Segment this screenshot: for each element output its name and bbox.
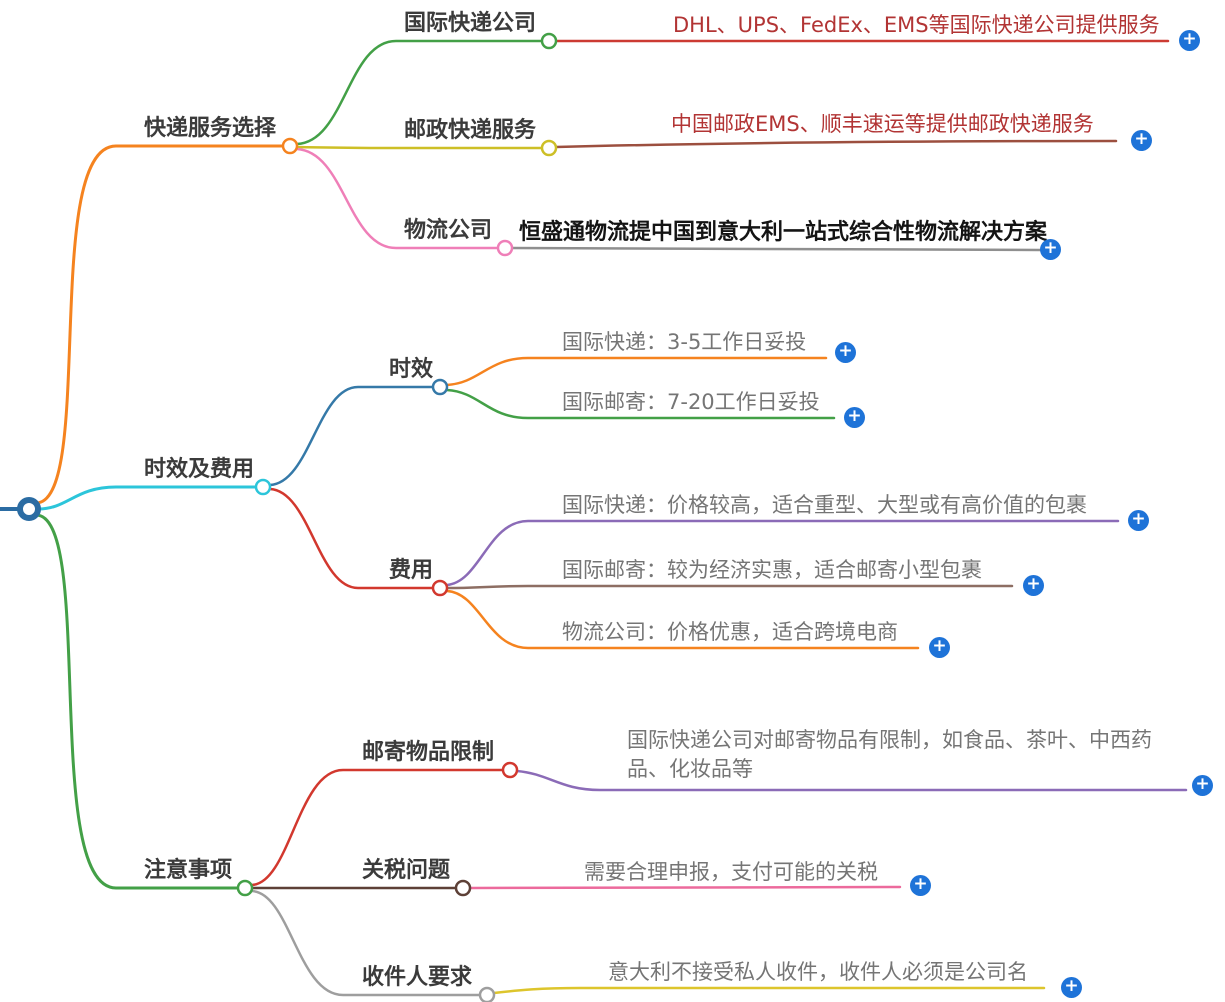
node-handle-time-cost[interactable]: [254, 478, 272, 496]
leaf-line-postal: [554, 139, 1118, 149]
subbranch-line-timeliness: [268, 385, 442, 487]
leaf-line-cost-logistics: [445, 589, 920, 650]
node-label-timeliness[interactable]: 时效: [389, 357, 434, 382]
node-label-logistics[interactable]: 物流公司: [404, 218, 493, 243]
add-node-button-postal[interactable]: +: [1131, 130, 1152, 151]
plus-icon: +: [1064, 976, 1079, 996]
leaf-text-timeliness-post[interactable]: 国际邮寄：7-20工作日妥投: [562, 390, 820, 414]
plus-icon: +: [1195, 774, 1210, 794]
node-handle-item-limit[interactable]: [501, 761, 519, 779]
node-handle-intl-express[interactable]: [540, 32, 558, 50]
add-node-button-logistics[interactable]: +: [1040, 239, 1061, 260]
leaf-line-cost-express: [445, 519, 1120, 587]
add-node-button-timeliness-express[interactable]: +: [835, 342, 856, 363]
leaf-text-cost-express[interactable]: 国际快递：价格较高，适合重型、大型或有高价值的包裹: [562, 493, 1087, 517]
leaf-line-recipient: [492, 986, 1046, 995]
node-label-recipient[interactable]: 收件人要求: [362, 965, 473, 990]
add-node-button-cost-post[interactable]: +: [1023, 575, 1044, 596]
node-label-express-service[interactable]: 快递服务选择: [144, 116, 277, 141]
leaf-text-cost-logistics[interactable]: 物流公司：价格优惠，适合跨境电商: [562, 620, 898, 644]
plus-icon: +: [1043, 238, 1058, 258]
node-label-time-cost[interactable]: 时效及费用: [144, 457, 255, 482]
leaf-text-logistics[interactable]: 恒盛通物流提中国到意大利一站式综合性物流解决方案: [519, 220, 1048, 245]
add-node-button-cost-express[interactable]: +: [1128, 510, 1149, 531]
plus-icon: +: [1026, 574, 1041, 594]
subbranch-line-intl-express: [295, 39, 551, 146]
plus-icon: +: [913, 874, 928, 894]
node-handle-cost[interactable]: [431, 579, 449, 597]
root-node[interactable]: [17, 497, 41, 521]
node-handle-logistics[interactable]: [496, 239, 514, 257]
leaf-text-timeliness-express[interactable]: 国际快递：3-5工作日妥投: [562, 330, 807, 354]
add-node-button-intl-express[interactable]: +: [1179, 30, 1200, 51]
add-node-button-item-limit[interactable]: +: [1192, 775, 1213, 796]
node-label-intl-express[interactable]: 国际快递公司: [404, 11, 537, 36]
add-node-button-recipient[interactable]: +: [1061, 977, 1082, 998]
leaf-line-tariff: [468, 885, 902, 890]
branch-line-notes: [34, 513, 247, 890]
node-label-tariff[interactable]: 关税问题: [362, 858, 451, 883]
subbranch-line-logistics: [295, 147, 507, 250]
leaf-text-item-limit[interactable]: 国际快递公司对邮寄物品有限制，如食品、茶叶、中西药品、化妆品等: [627, 728, 1152, 781]
node-handle-tariff[interactable]: [454, 879, 472, 897]
leaf-line-item-limit: [515, 769, 1188, 792]
leaf-text-recipient[interactable]: 意大利不接受私人收件，收件人必须是公司名: [608, 960, 1028, 984]
subbranch-line-postal: [295, 145, 551, 150]
node-label-notes[interactable]: 注意事项: [144, 858, 233, 883]
subbranch-line-cost: [268, 487, 442, 590]
plus-icon: +: [838, 341, 853, 361]
add-node-button-cost-logistics[interactable]: +: [929, 637, 950, 658]
node-handle-express-service[interactable]: [281, 137, 299, 155]
leaf-text-cost-post[interactable]: 国际邮寄：较为经济实惠，适合邮寄小型包裹: [562, 558, 982, 582]
leaf-line-timeliness-express: [445, 356, 828, 387]
node-handle-notes[interactable]: [236, 879, 254, 897]
plus-icon: +: [847, 406, 862, 426]
plus-icon: +: [1182, 29, 1197, 49]
leaf-text-postal[interactable]: 中国邮政EMS、顺丰速运等提供邮政快递服务: [671, 112, 1094, 136]
node-label-postal[interactable]: 邮政快递服务: [404, 118, 537, 143]
node-handle-recipient[interactable]: [478, 986, 496, 1002]
plus-icon: +: [1131, 509, 1146, 529]
leaf-text-intl-express[interactable]: DHL、UPS、FedEx、EMS等国际快递公司提供服务: [673, 13, 1160, 37]
subbranch-line-recipient: [250, 889, 482, 997]
leaf-line-logistics: [510, 246, 1042, 252]
node-handle-postal[interactable]: [540, 139, 558, 157]
plus-icon: +: [1134, 129, 1149, 149]
leaf-text-tariff[interactable]: 需要合理申报，支付可能的关税: [584, 860, 878, 884]
node-label-item-limit[interactable]: 邮寄物品限制: [362, 740, 495, 765]
plus-icon: +: [932, 636, 947, 656]
node-label-cost[interactable]: 费用: [389, 558, 434, 583]
leaf-line-timeliness-post: [445, 388, 836, 420]
subbranch-line-item-limit: [250, 768, 512, 887]
add-node-button-timeliness-post[interactable]: +: [844, 407, 865, 428]
branch-line-time-cost: [36, 485, 265, 511]
branch-line-express-service: [34, 144, 292, 505]
node-handle-timeliness[interactable]: [431, 378, 449, 396]
leaf-line-cost-post: [445, 584, 1014, 590]
add-node-button-tariff[interactable]: +: [910, 875, 931, 896]
